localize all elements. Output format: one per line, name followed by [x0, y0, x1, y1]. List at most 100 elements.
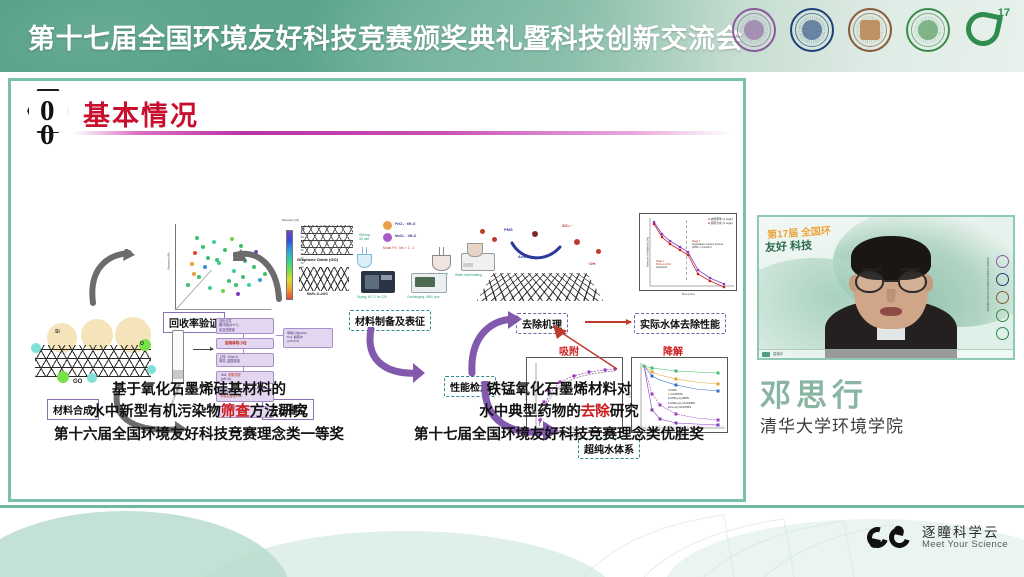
label-si: Si	[55, 329, 60, 335]
section-number-hex-icon: 0 0	[23, 89, 75, 151]
chart-legend: - - Langmuir Model Fitting - - Freundlic…	[569, 404, 603, 413]
scatter-point	[233, 282, 238, 287]
logo-green-leaf-icon: 17	[962, 7, 1010, 52]
arrow-test-to-mechanism	[466, 311, 522, 377]
arrow-recovery-return	[231, 249, 283, 307]
scatter-point	[193, 251, 198, 256]
label-so4: SO₄·⁻	[562, 223, 574, 228]
caption-line: 铁锰氧化石墨烯材料对	[486, 382, 632, 398]
scatter-point	[246, 282, 251, 287]
speaker-video-feed[interactable]: 第17届 全国环 友好 科技 主办单位 承办单位 协办单位 支持单位 媒体支持	[757, 215, 1015, 360]
figure-material-structure: Si GO O	[29, 317, 159, 409]
label-real-water: 实际水体去除性能	[634, 313, 726, 334]
scatter-point	[191, 271, 196, 276]
scatter-point	[239, 243, 244, 248]
scatter-point	[257, 277, 262, 282]
scatter-point	[232, 268, 237, 273]
caption-line: 第十六届全国环境友好科技竞赛理念类一等奖	[54, 426, 344, 443]
scatter-point	[189, 262, 194, 267]
logo-navy-seal-icon	[790, 8, 834, 52]
slide-title: 基本情况	[83, 101, 199, 131]
speaker-portrait	[820, 231, 962, 358]
figure-removal-mechanism: PMS SO₄·⁻ ·OH Activation	[466, 219, 616, 315]
arrow-test-to-ultrapure	[481, 379, 559, 443]
scatter-point	[202, 265, 207, 270]
label-degradation: 降解	[663, 347, 683, 358]
video-status-chip-icon	[762, 352, 770, 357]
arrow-method-to-synthesis	[111, 390, 187, 439]
arrow-to-flow	[193, 347, 214, 351]
scatter-point	[215, 257, 220, 262]
video-bg-logo-column	[996, 255, 1009, 340]
scatter-point	[197, 274, 202, 279]
figure-graphene-oxide: Graphene Oxide (GO)	[297, 223, 357, 267]
scatter-point	[243, 259, 248, 264]
video-logo-brown-icon	[996, 291, 1009, 304]
figure-precursors: FeCl₃ · 6H₂O MnCl₂ · 4H₂O Molar Fe : Mn …	[383, 221, 439, 261]
label-o: O	[140, 341, 144, 347]
scatter-point	[195, 235, 200, 240]
chart-adsorption-isotherm: qe (mg/g) Ce (mg/L) - - Langmuir Model F…	[525, 357, 623, 438]
video-status-bar: 直播中	[759, 349, 1013, 358]
footer-divider	[0, 505, 1024, 508]
figure-water-bath: Water bath heating	[455, 241, 501, 281]
scatter-point	[241, 274, 246, 279]
chart-degradation-kinetics: C/C₀ Time (min) ■ PMS ■ rGO/PMS ■ MnFe₂O…	[628, 357, 728, 438]
caption-highlight: 筛查	[220, 404, 250, 421]
label-go: GO	[73, 379, 83, 385]
speaker-affiliation: 清华大学环境学院	[760, 417, 904, 436]
colorbar-label: Recovery (%)	[282, 218, 299, 222]
figure-oven: Drying, 60 °C for 12h	[357, 269, 399, 303]
chart-xlabel: Time (min)	[681, 292, 695, 296]
logo-purple-seal-icon	[732, 8, 776, 52]
label-centrifuging: Centrifuging, 6500 rpm	[407, 295, 440, 299]
label-method-establishment: 方法建立	[262, 399, 314, 420]
label-fecl3: FeCl₃ · 6H₂O	[395, 222, 416, 226]
label-product: MnFe₂O₄/rGO	[307, 292, 328, 296]
caption-left: 基于氧化石墨烯硅基材料的水中新型有机污染物筛查方法研究第十六届全国环境友好科技竞…	[27, 379, 371, 446]
figure-flask-1	[356, 247, 374, 271]
scatter-point	[200, 245, 205, 250]
watermark-en: Meet Your Science	[921, 539, 1008, 551]
page-footer	[0, 505, 1024, 577]
label-oh: ·OH	[588, 261, 596, 266]
label-mncl2: MnCl₂ · 4H₂O	[395, 234, 417, 238]
label-recovery-validation: 回收率验证	[163, 312, 225, 333]
scatter-point	[208, 285, 213, 290]
label-drying: Drying, 60 °C for 12h	[357, 295, 387, 299]
scatter-point	[226, 279, 231, 284]
title-underline	[73, 131, 733, 135]
scatter-point	[217, 260, 222, 265]
label-pms: PMS	[504, 227, 513, 232]
scatter-point	[222, 248, 227, 253]
label-graphene-oxide: Graphene Oxide (GO)	[297, 257, 338, 262]
watermark-cn: 逐瞳科学云	[921, 525, 1000, 541]
scatter-point	[186, 282, 191, 287]
watermark-logo-icon	[863, 523, 914, 552]
glasses-icon	[855, 271, 928, 293]
caption-line: 水中新型有机污染物筛查方法研究	[90, 404, 308, 421]
arrow-mechanism-to-realwater	[585, 318, 632, 325]
figure-flow-side-note: 萃取小柱(200)5mL 超纯水(pH=5.5)	[283, 328, 333, 348]
label-material-prep: 材料制备及表征	[349, 310, 431, 331]
chart-legend: ■ 水样甲苯 (1 mg/L) ■ 实际污水 (1 mg/L)	[708, 217, 733, 226]
label-material-synthesis: 材料合成	[47, 399, 99, 420]
caption-line: 第十七届全国环境友好科技竞赛理念类优胜奖	[414, 426, 704, 443]
scatter-point	[221, 288, 225, 293]
video-status-label: 直播中	[773, 352, 784, 356]
chart-recovery-3d-scatter: 10090 8070 6050 4030 2010 Recovery (%) R…	[159, 214, 309, 326]
arrow-prep-to-test	[363, 325, 425, 385]
chart-legend: ■ PMS ■ rGO/PMS ■ MnFe₂O₄/PMS ■ MnFe₂O₄/…	[668, 388, 695, 409]
footer-leaf-veins	[583, 514, 895, 577]
figure-product-sheet: MnFe₂O₄/rGO	[297, 267, 353, 301]
video-logo-leaf-icon	[996, 327, 1009, 340]
video-logo-purple-icon	[996, 255, 1009, 268]
scatter-point	[263, 271, 268, 276]
figure-spe-column: Mixed Oxide(MOX)	[166, 326, 190, 411]
event-header-banner: 第十七届全国环境友好科技竞赛颁奖典礼暨科技创新交流会 17	[0, 0, 1024, 72]
caption-line: 基于氧化石墨烯硅基材料的	[112, 382, 286, 398]
chart-xlabel: Ce (mg/L)	[568, 434, 581, 438]
scatter-point	[211, 240, 216, 245]
